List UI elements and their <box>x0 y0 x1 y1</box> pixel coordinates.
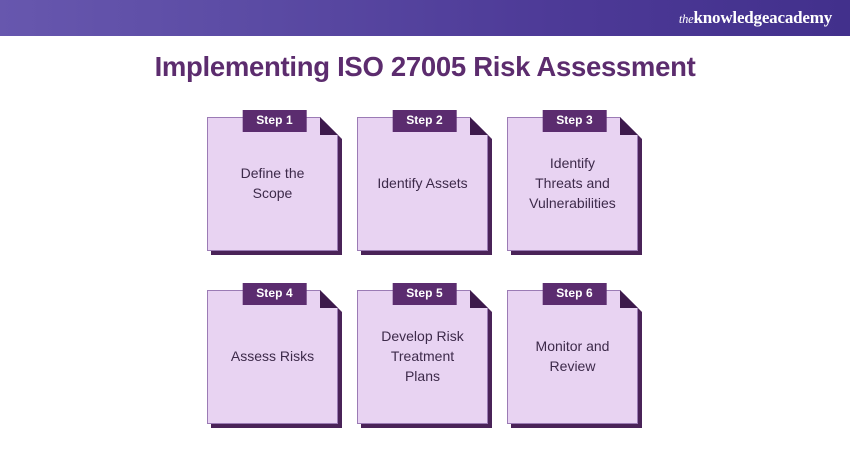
page-header: theknowledgeacademy <box>0 0 850 36</box>
card-body <box>357 290 488 424</box>
step-card-text: Assess Risks <box>230 348 315 365</box>
card-body <box>357 117 488 251</box>
brand-logo-prefix: the <box>678 12 694 27</box>
step-tab-label: Step 3 <box>542 110 607 132</box>
steps-row-top: Step 1 Define the Scope Step 2 Identify … <box>207 110 643 257</box>
page-title: Implementing ISO 27005 Risk Assessment <box>154 51 696 82</box>
step-card-3[interactable]: Step 3 Identify Threats and Vulnerabilit… <box>507 110 642 257</box>
card-body <box>207 117 338 251</box>
step-card-text: Develop Risk Treatment Plans <box>381 328 464 384</box>
step-card-text: Identify Assets <box>377 175 468 192</box>
step-card-text: Monitor and Review <box>535 338 610 374</box>
step-card-2[interactable]: Step 2 Identify Assets <box>357 110 492 257</box>
step-card-6[interactable]: Step 6 Monitor and Review <box>507 283 642 430</box>
step-tab-label: Step 4 <box>242 283 307 305</box>
step-card-text: Define the Scope <box>240 165 305 201</box>
step-tab-label: Step 1 <box>242 110 307 132</box>
card-body <box>207 290 338 424</box>
card-body <box>507 290 638 424</box>
brand-logo: theknowledgeacademy <box>679 9 832 27</box>
steps-grid: Step 1 Define the Scope Step 2 Identify … <box>207 110 643 456</box>
brand-logo-main: knowledgeacademy <box>693 8 833 28</box>
step-tab-label: Step 2 <box>392 110 457 132</box>
step-card-5[interactable]: Step 5 Develop Risk Treatment Plans <box>357 283 492 430</box>
step-card-1[interactable]: Step 1 Define the Scope <box>207 110 342 257</box>
card-body <box>507 117 638 251</box>
step-tab-label: Step 6 <box>542 283 607 305</box>
step-card-4[interactable]: Step 4 Assess Risks <box>207 283 342 430</box>
step-card-text: Identify Threats and Vulnerabilities <box>529 155 616 211</box>
step-tab-label: Step 5 <box>392 283 457 305</box>
steps-row-bottom: Step 4 Assess Risks Step 5 Develop Risk … <box>207 283 643 430</box>
